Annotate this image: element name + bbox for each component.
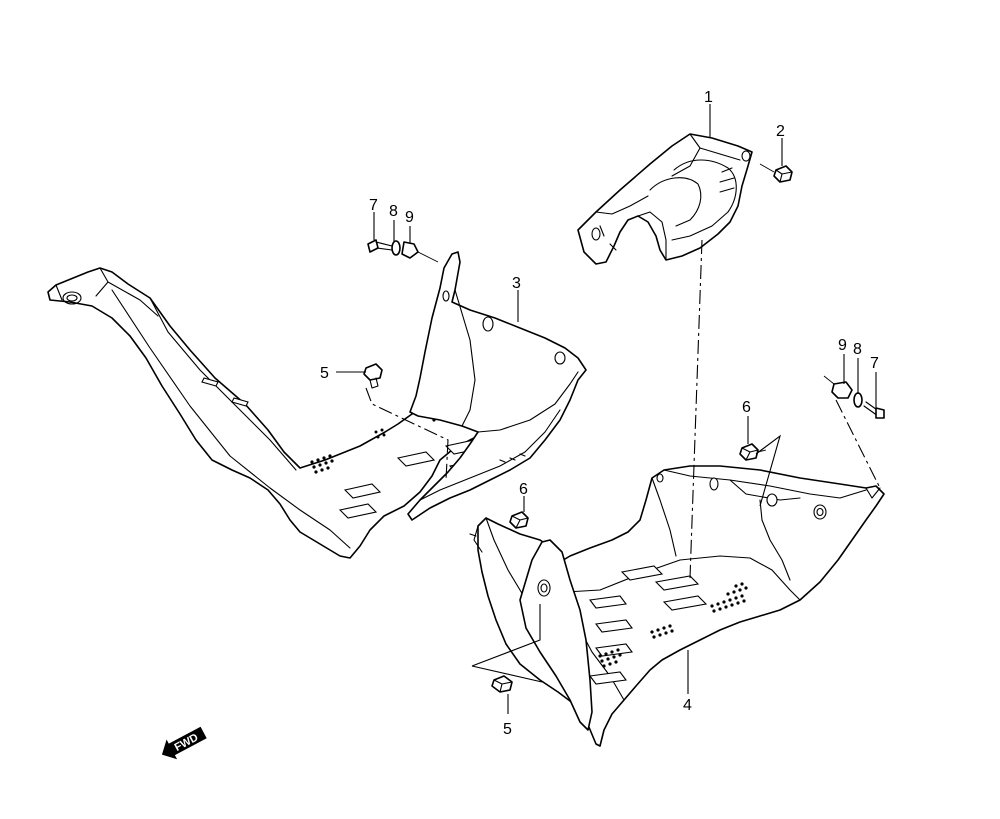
part-1-cover [577,133,753,265]
callout-7-right: 7 [870,355,879,372]
fastener-set-right [823,375,885,419]
callout-6-mid: 6 [519,481,528,498]
callout-9-right: 9 [838,337,847,354]
callout-9-left: 9 [405,209,414,226]
callout-8-left: 8 [389,203,398,220]
grip-dots-right-a [710,582,748,613]
callout-2: 2 [776,123,785,140]
fwd-arrow-icon: FWD [161,726,207,760]
part-6-bolt-upper [739,443,767,461]
part-4-footrest-right [469,465,885,747]
callout-5-left: 5 [320,365,329,382]
part-3-leg-shield-left [407,251,587,521]
leader-lines [336,104,877,714]
callout-4: 4 [683,697,692,714]
assembly-dashed-lines [365,239,881,683]
grip-dots-left-a [310,454,334,474]
part-2-bolt [759,163,793,183]
part-6-bolt-mid [509,511,529,529]
callout-8-right: 8 [853,341,862,358]
grip-dots-right-b [650,624,674,639]
callout-7-left: 7 [369,197,378,214]
part-5-bolt-left [363,363,383,389]
callout-6-upper: 6 [742,399,751,416]
grip-dots-right-c [598,648,622,668]
fwd-label: FWD [173,732,201,754]
callout-3: 3 [512,275,521,292]
part-5-bolt-bottom [491,675,513,693]
fastener-set-left [367,239,439,263]
callout-5-bottom: 5 [503,721,512,738]
grip-dots-left-c [374,428,386,439]
callout-1: 1 [704,89,713,106]
